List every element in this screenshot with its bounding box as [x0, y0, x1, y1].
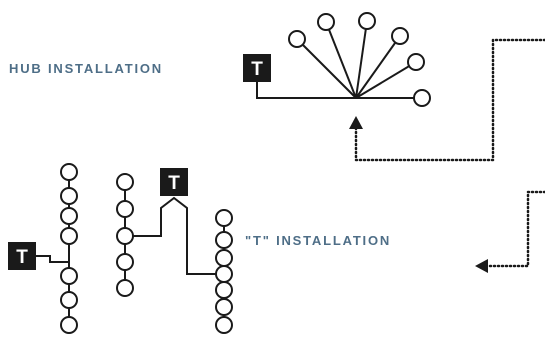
middle-t-marker: T [160, 168, 188, 196]
hub-node [407, 53, 425, 71]
chain-node [116, 173, 134, 191]
middle-chain-nodes [116, 173, 134, 297]
chain-node [60, 291, 78, 309]
chain-node [116, 279, 134, 297]
hub-spoke [296, 38, 357, 99]
chain-node [215, 281, 233, 299]
chain-node [60, 227, 78, 245]
arrow-left-icon [475, 259, 488, 273]
right-chain-nodes [215, 209, 233, 334]
chain-node [215, 249, 233, 267]
chain-node [116, 227, 134, 245]
middle-chain [124, 182, 218, 288]
middle-t-marker-text: T [168, 173, 180, 194]
chain-node [60, 163, 78, 181]
chain-node [215, 316, 233, 334]
left-t-marker: T [8, 242, 36, 270]
hub-node [391, 27, 409, 45]
t-dotted-arrow [475, 190, 545, 273]
chain-node [60, 267, 78, 285]
left-chain-nodes [60, 163, 78, 334]
hub-t-marker: T [243, 54, 271, 82]
hub-t-marker-text: T [251, 59, 263, 80]
hub-nodes [288, 12, 431, 107]
chain-node [116, 253, 134, 271]
hub-node [288, 30, 306, 48]
chain-node [60, 316, 78, 334]
arrow-up-icon [349, 116, 363, 129]
hub-node [358, 12, 376, 30]
left-t-marker-text: T [16, 247, 28, 268]
hub-spoke [355, 35, 401, 99]
hub-spoke [355, 61, 417, 99]
hub-node [317, 13, 335, 31]
hub-installation-label: HUB INSTALLATION [9, 61, 163, 76]
chain-node [116, 200, 134, 218]
hub-diagram [256, 20, 422, 99]
chain-node [215, 231, 233, 249]
chain-node [215, 209, 233, 227]
t-installation-label: "T" INSTALLATION [245, 233, 392, 248]
left-t-connector [35, 255, 69, 263]
hub-spoke [355, 20, 368, 99]
chain-node [215, 265, 233, 283]
hub-dotted-arrow [349, 38, 545, 162]
chain-node [60, 187, 78, 205]
chain-node [60, 207, 78, 225]
chain-node [215, 298, 233, 316]
hub-node [413, 89, 431, 107]
hub-spoke [325, 21, 357, 99]
middle-t-connector [125, 196, 218, 275]
hub-t-connector [256, 82, 356, 99]
